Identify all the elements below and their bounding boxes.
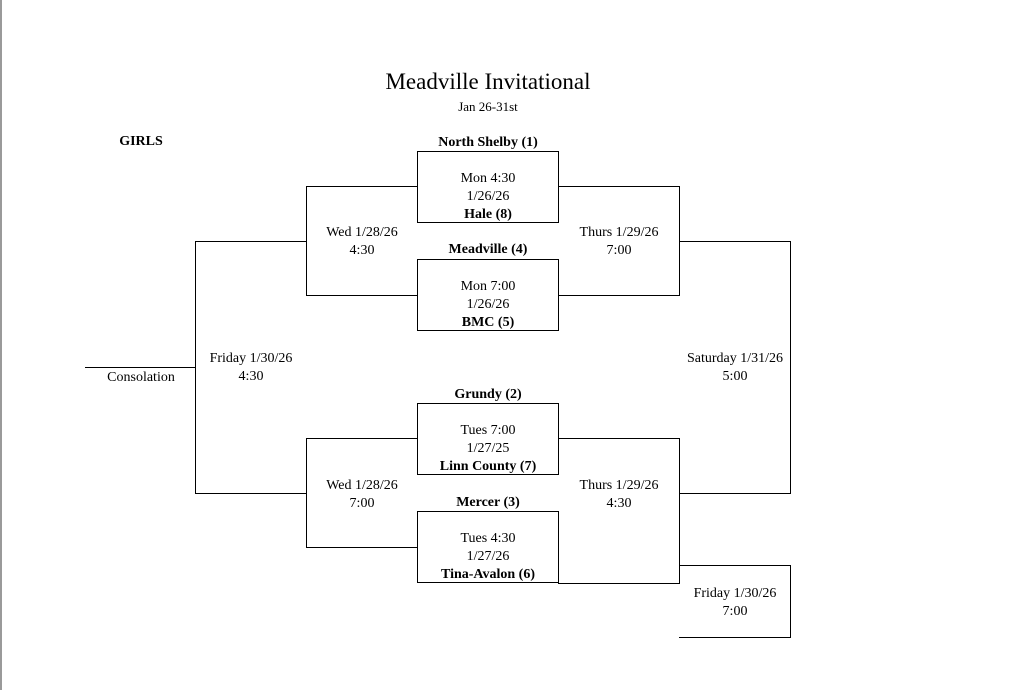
semifinal-box-bottom — [558, 438, 680, 584]
consolation-final-date: Friday 1/30/26 — [209, 351, 293, 366]
game-box-3 — [417, 403, 559, 475]
consolation-top-time: 4:30 — [349, 243, 375, 258]
consolation-label: Consolation — [107, 370, 175, 385]
semifinal-top-date: Thurs 1/29/26 — [579, 225, 659, 240]
third-place-time: 7:00 — [722, 604, 748, 619]
game-4-date: 1/27/26 — [466, 549, 510, 564]
team-north-shelby: North Shelby (1) — [438, 135, 538, 150]
team-hale: Hale (8) — [464, 207, 512, 222]
championship-box — [679, 241, 791, 494]
championship-time: 5:00 — [722, 369, 748, 384]
page-title: Meadville Invitational — [385, 69, 591, 94]
team-meadville: Meadville (4) — [448, 242, 528, 257]
page-edge — [0, 0, 2, 690]
consolation-winner-line — [85, 367, 196, 368]
division-label: GIRLS — [119, 134, 163, 149]
consolation-bottom-time: 7:00 — [349, 496, 375, 511]
third-place-box — [679, 565, 791, 638]
game-3-time: Tues 7:00 — [460, 423, 516, 438]
team-tina-avalon: Tina-Avalon (6) — [441, 567, 535, 582]
game-1-time: Mon 4:30 — [460, 171, 516, 186]
team-bmc: BMC (5) — [461, 315, 515, 330]
championship-date: Saturday 1/31/26 — [686, 351, 784, 366]
consolation-bottom-date: Wed 1/28/26 — [326, 478, 398, 493]
semifinal-bottom-time: 4:30 — [606, 496, 632, 511]
game-box-1 — [417, 151, 559, 223]
game-3-date: 1/27/25 — [466, 441, 510, 456]
team-mercer: Mercer (3) — [456, 495, 520, 510]
game-2-time: Mon 7:00 — [460, 279, 516, 294]
team-grundy: Grundy (2) — [454, 387, 522, 402]
game-1-date: 1/26/26 — [466, 189, 510, 204]
consolation-final-time: 4:30 — [238, 369, 264, 384]
semifinal-top-time: 7:00 — [606, 243, 632, 258]
semifinal-bottom-date: Thurs 1/29/26 — [579, 478, 659, 493]
page-subtitle: Jan 26-31st — [458, 99, 518, 114]
team-linn-county: Linn County (7) — [439, 459, 537, 474]
third-place-date: Friday 1/30/26 — [693, 586, 777, 601]
consolation-top-date: Wed 1/28/26 — [326, 225, 398, 240]
game-4-time: Tues 4:30 — [460, 531, 516, 546]
game-2-date: 1/26/26 — [466, 297, 510, 312]
